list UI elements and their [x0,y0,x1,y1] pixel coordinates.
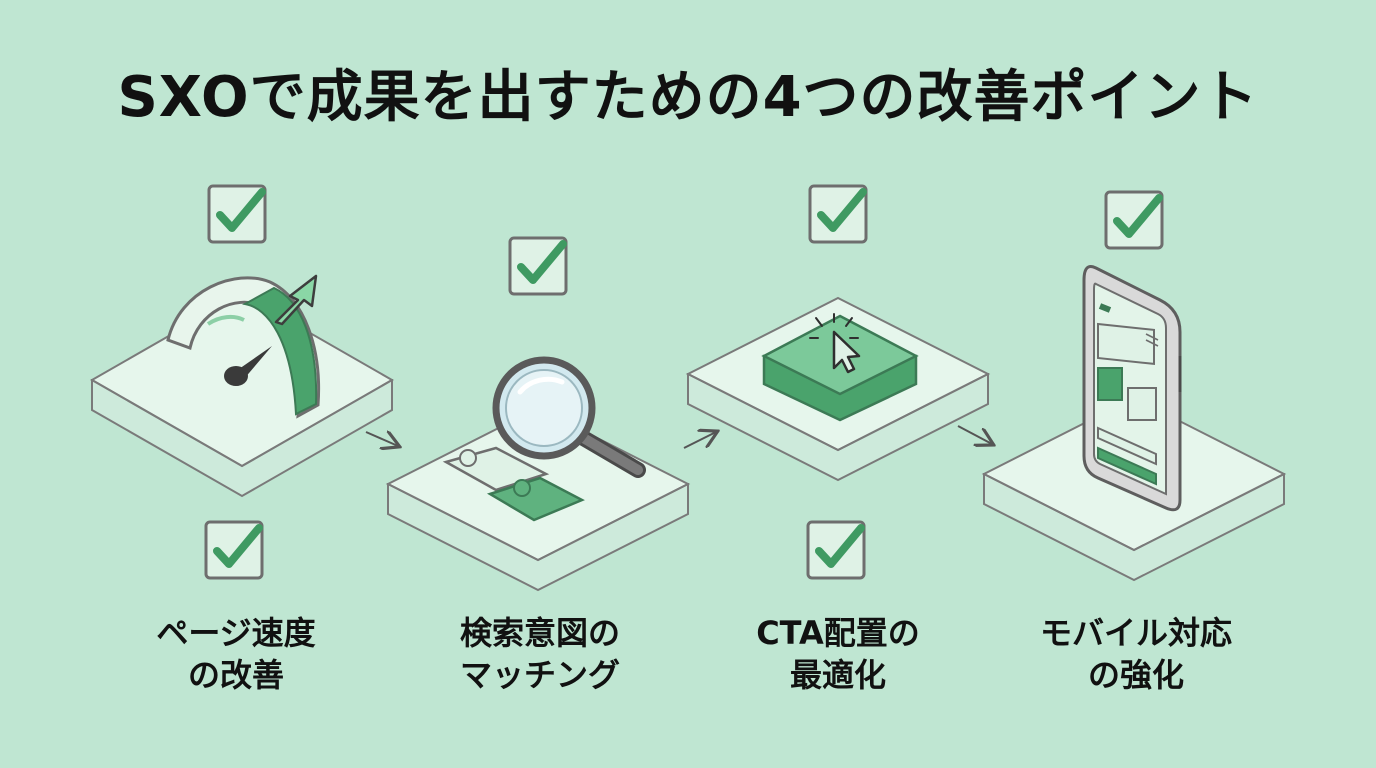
flow-arrow-2 [683,432,716,449]
flow-arrow-3 [957,425,992,444]
step-4-label-line1: モバイル対応 [1039,614,1232,652]
check-icon-4 [1106,192,1162,248]
step-2-label-line1: 検索意図の [459,614,620,652]
step-2-intent-illustration [385,238,691,592]
step-4-caption: モバイル対応 の強化 [1006,612,1266,696]
step-1-label-line1: ページ速度 [156,614,316,652]
step-3-label-line1: CTA配置の [756,614,920,652]
page-title: SXOで成果を出すための4つの改善ポイント [117,65,1259,130]
step-4-label-line2: の強化 [1087,656,1184,694]
check-icon-1b [206,522,262,578]
smartphone-icon [1082,265,1182,512]
step-3-label-line2: 最適化 [789,656,886,694]
check-icon-2 [510,238,566,294]
speedometer-gauge-icon [166,274,321,419]
flow-arrow-1 [365,432,398,446]
step-3-cta-illustration [685,186,991,578]
step-2-caption: 検索意図の マッチング [410,612,670,696]
step-2-label-line2: マッチング [459,656,620,694]
magnifier-puzzle-icon [442,356,646,522]
step-1-label-line2: の改善 [187,656,284,694]
step-4-mobile-illustration [981,192,1287,582]
cta-button-cursor-icon [761,313,919,422]
step-1-speed-illustration [89,186,395,578]
check-icon-1a [209,186,265,242]
step-1-caption: ページ速度 の改善 [106,612,366,696]
step-3-caption: CTA配置の 最適化 [708,612,968,696]
check-icon-3a [810,186,866,242]
check-icon-3b [808,522,864,578]
